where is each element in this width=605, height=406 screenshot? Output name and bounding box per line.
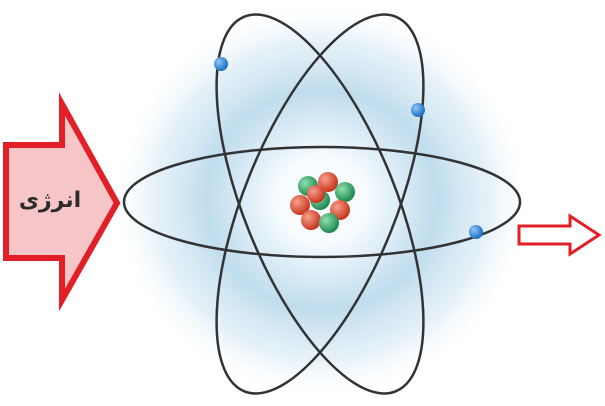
energy-output-arrow bbox=[519, 216, 599, 254]
energy-label: انرژی bbox=[6, 188, 94, 213]
electron bbox=[469, 225, 483, 239]
electron bbox=[411, 103, 425, 117]
electron bbox=[214, 57, 228, 71]
